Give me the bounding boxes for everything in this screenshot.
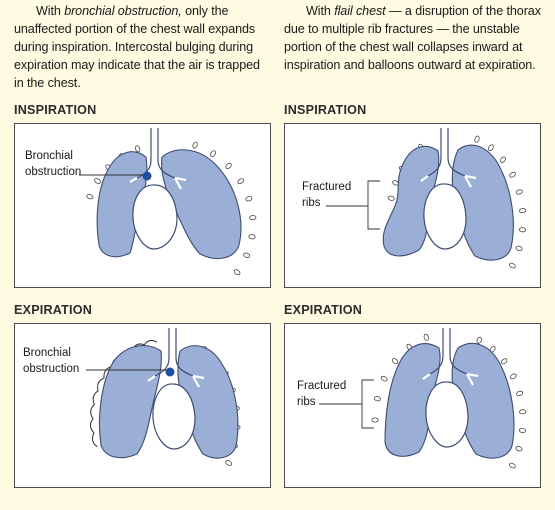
rib-end-10 [249,215,257,221]
rib-end-8 [509,171,516,178]
mediastinum [423,183,467,250]
label-obstruction-line2: obstruction [23,363,80,375]
rib-end-7 [225,460,233,466]
label-fractured-line1: Fractured [297,380,347,392]
heading-expiration-left: EXPIRATION [14,303,93,317]
diagram-obstruction-expiration [86,328,241,466]
rib-end-11 [518,227,527,233]
obstruction-dot [165,367,175,377]
label-obstruction-line1: Bronchial [25,150,73,162]
intro-flail-chest: With flail chest — a disruption of the t… [284,2,546,74]
rib-end-10 [516,390,524,397]
intro-right-before: With [306,4,335,18]
label-bronchial-obstruction: Bronchial obstruction [25,148,81,180]
label-fractured-ribs: Fractured ribs [297,378,346,410]
label-obstruction-line1: Bronchial [23,347,71,359]
panel-flail-expiration: Fractured ribs [284,323,541,488]
rib-end-9 [515,189,523,195]
heading-expiration-right: EXPIRATION [284,303,363,317]
fractured-ribs-bracket [326,180,380,230]
rib-end-0 [387,195,395,201]
diagram-obstruction-inspiration [79,128,257,276]
rib-end-6 [487,144,494,151]
trachea-bronchi [147,328,205,388]
rib-end-7 [499,156,507,163]
panel-flail-inspiration: Fractured ribs [284,123,541,288]
mediastinum [425,381,469,448]
rib-end-5 [423,333,429,341]
diagram-flail-inspiration [326,128,527,269]
rib-end-13 [509,262,516,269]
rib-end-1 [94,178,101,184]
obstruction-dot [142,171,152,181]
label-fractured-line1: Fractured [302,181,352,193]
label-obstruction-line2: obstruction [25,166,82,178]
rib-end-12 [243,252,251,258]
rib-end-5 [192,141,198,149]
rib-end-11 [248,234,256,240]
diagram-flail-expiration [319,328,527,469]
intro-left-after: only the unaffected portion of the chest… [14,4,260,90]
rib-end-11 [519,409,527,415]
chest-wall-ribs [371,333,527,469]
trachea-bronchi [420,128,477,188]
intro-bronchial-obstruction: With bronchial obstruction, only the una… [14,2,272,92]
trachea-bronchi [129,128,187,190]
rib-end-9 [245,196,253,202]
rib-end-8 [501,358,508,365]
rib-end-14 [509,462,516,469]
panel-obstruction-expiration: Bronchial obstruction [14,323,271,488]
rib-end-2 [380,375,388,382]
rib-end-12 [515,245,523,251]
rib-end-1 [373,396,381,402]
rib-end-10 [518,208,527,214]
intro-right-after: — a disruption of the thorax due to mult… [284,4,541,72]
rib-end-0 [371,417,379,423]
label-fractured-ribs: Fractured ribs [302,179,351,211]
heading-inspiration-left: INSPIRATION [14,103,97,117]
label-bronchial-obstruction: Bronchial obstruction [23,345,79,377]
rib-end-3 [391,358,399,365]
intro-left-before: With [36,4,65,18]
intro-right-emphasis: flail chest [334,4,386,18]
heading-inspiration-right: INSPIRATION [284,103,367,117]
rib-end-9 [509,373,517,380]
rib-end-8 [237,178,245,185]
trachea-bronchi [422,328,479,386]
rib-end-7 [225,162,232,169]
rib-end-13 [233,269,241,276]
panel-obstruction-inspiration: Bronchial obstruction [14,123,271,288]
rib-end-4 [134,145,141,153]
fractured-ribs-bracket [319,379,374,429]
mediastinum [152,383,196,450]
rib-end-6 [476,336,482,344]
left-lung-trapped-air [98,345,162,459]
rib-end-12 [518,427,527,434]
rib-end-5 [474,135,480,143]
label-fractured-line2: ribs [297,396,316,408]
intro-left-emphasis: bronchial obstruction, [64,4,182,18]
label-fractured-line2: ribs [302,197,321,209]
rib-end-0 [86,193,94,200]
mediastinum [132,184,178,250]
rib-end-13 [515,446,523,452]
rib-end-6 [210,150,216,157]
